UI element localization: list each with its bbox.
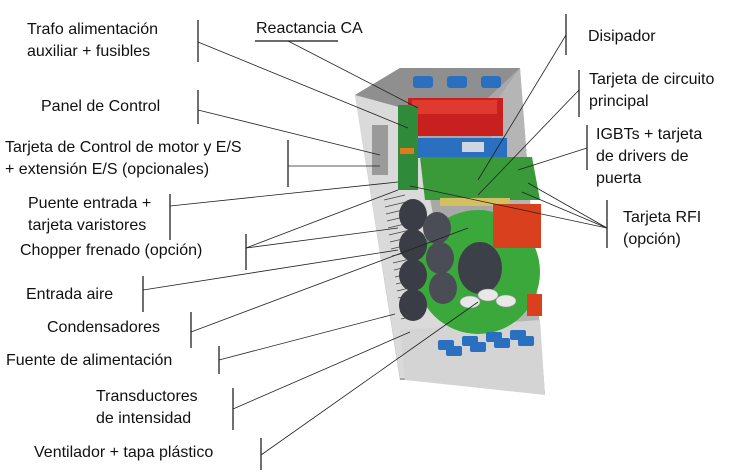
label-line: (opción) [623,231,681,248]
capacitors [399,199,457,321]
label-line: Chopper frenado (opción) [20,242,203,259]
label-line: Disipador [588,28,656,45]
label-condensadores: Condensadores [47,317,160,339]
control-boards [398,105,418,190]
label-tarjeta-control: Tarjeta de Control de motor y E/S + exte… [5,137,242,181]
label-line: de drivers de [596,148,689,165]
label-chopper: Chopper frenado (opción) [20,240,202,262]
label-line: Tarjeta de circuito [589,71,715,88]
label-transductores: Transductores de intensidad [96,386,198,430]
label-line: auxiliar + fusibles [27,43,151,60]
top-terminals [413,76,501,88]
label-line: tarjeta varistores [28,217,147,234]
label-line: puerta [596,170,642,187]
label-reactancia: Reactancia CA [256,18,363,40]
leader-lines [142,14,608,470]
label-panel-control: Panel de Control [41,96,160,118]
igbt-board [420,157,540,200]
label-line: Reactancia CA [256,20,363,37]
label-line: Transductores [96,388,198,405]
label-line: Trafo alimentación [27,21,159,38]
label-line: Panel de Control [41,98,161,115]
label-line: Entrada aire [26,286,114,303]
label-disipador: Disipador [588,26,656,48]
bottom-terminals [438,330,534,356]
label-line: de intensidad [96,410,192,427]
label-line: Puente entrada + [28,195,152,212]
label-line: Tarjeta de Control de motor y E/S [5,139,242,156]
label-entrada-aire: Entrada aire [26,284,113,306]
label-line: + extensión E/S (opcionales) [5,161,210,178]
label-puente: Puente entrada + tarjeta varistores [28,193,151,237]
label-line: Condensadores [47,319,160,336]
label-igbts: IGBTs + tarjeta de drivers de puerta [596,124,702,190]
label-rfi: Tarjeta RFI (opción) [623,207,701,251]
label-line: Ventilador + tapa plástico [34,444,214,461]
label-ventilador: Ventilador + tapa plástico [34,442,213,464]
label-line: Tarjeta RFI [623,209,702,226]
current-transducers [459,288,517,309]
label-fuente: Fuente de alimentación [6,350,172,372]
rfi-board [493,204,541,248]
label-tarjeta-circuito: Tarjeta de circuito principal [589,69,714,113]
label-line: principal [589,93,649,110]
label-trafo: Trafo alimentación auxiliar + fusibles [27,19,158,63]
label-line: IGBTs + tarjeta [596,126,703,143]
label-line: Fuente de alimentación [6,352,173,369]
